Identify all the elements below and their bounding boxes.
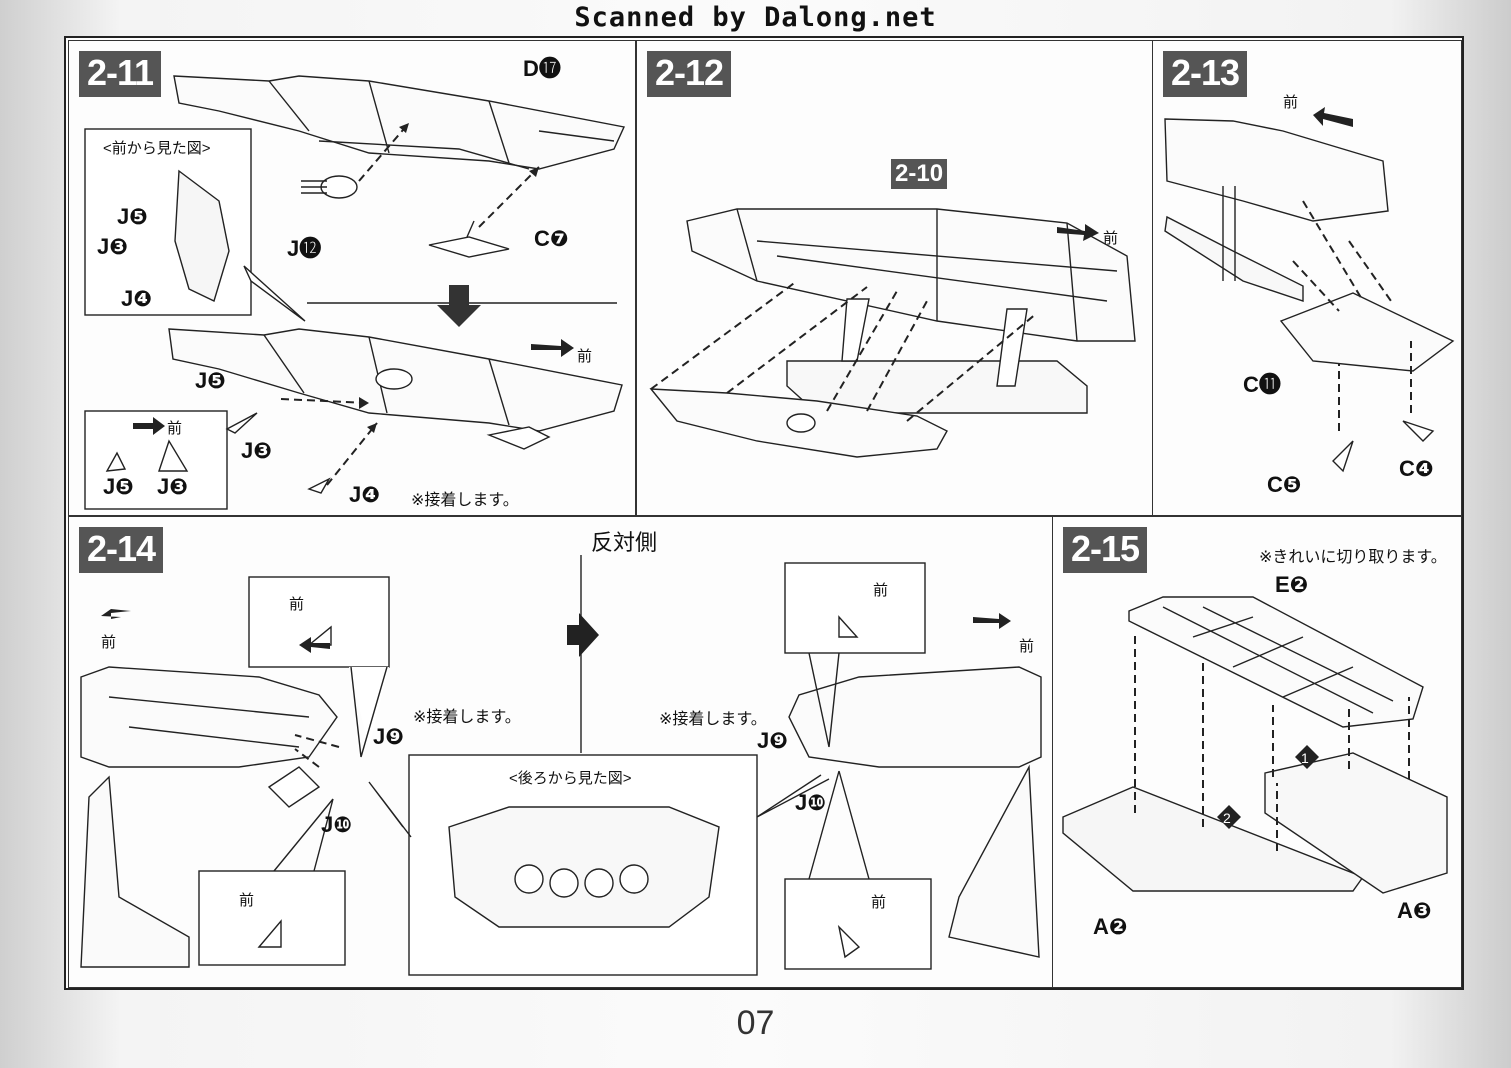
front-direction-label-left: 前 [101,634,117,651]
front-direction-label: 前 [577,348,593,365]
part-label-j5: J❺ [117,204,148,229]
inset-front-label: 前 [167,420,183,437]
step-2-11-panel: 2-11 [68,40,636,516]
part-label-c7: C❼ [534,226,569,251]
step-number: 2-13 [1163,51,1248,97]
part-label-j5-assembly: J❺ [195,368,226,393]
part-label-j10-right: J❿ [795,790,826,815]
stand-base-diagram: 1 2 [1062,596,1448,894]
part-label-j12: J⓬ [287,236,322,261]
step-number: 2-12 [647,51,732,97]
callout-front-label-right-top: 前 [873,582,889,599]
part-label-j9-right: J❾ [757,728,788,753]
ship-on-stand-diagram [649,208,1136,458]
rear-view-title: <後ろから見た図> [509,770,632,787]
step-number: 2-15 [1063,527,1148,573]
step-2-15-panel: 2-15 1 2 ※きれいに切り取ります。 [1052,516,1462,988]
part-label-j3: J❸ [97,234,128,259]
glue-note-right: ※接着します。 [659,711,767,728]
callout-front-label-right-bottom: 前 [871,894,887,911]
front-direction-label: 前 [1283,94,1299,111]
inset-title-front-view: <前から見た図> [103,140,211,157]
glue-note: ※接着します。 [411,492,519,509]
order-marker-first: 1 [1301,750,1309,766]
part-label-j10-left: J❿ [321,812,352,837]
part-label-j9-left: J❾ [373,724,404,749]
callout-front-label-left-top: 前 [289,596,305,613]
inset-part-j3: J❸ [157,474,188,499]
part-label-a2: A❷ [1093,914,1128,939]
part-label-c5: C❺ [1267,472,1302,497]
ship-underside-diagram [1164,107,1455,473]
page-number: 07 [736,1004,775,1042]
step-number: 2-11 [79,51,162,97]
front-direction-label: 前 [1103,230,1119,247]
part-label-j4: J❹ [121,286,152,311]
part-label-d17: D⓱ [523,56,561,81]
glue-note-left: ※接着します。 [413,709,521,726]
opposite-side-label: 反対側 [591,530,658,555]
step-2-13-panel: 2-13 前 C⓫ C❺ C❹ [1152,40,1462,516]
part-label-a3: A❸ [1397,898,1432,923]
step-2-12-panel: 2-12 2-10 [636,40,1154,516]
part-label-c4: C❹ [1399,456,1434,481]
scan-credit: Scanned by Dalong.net [574,2,937,33]
front-direction-label-right: 前 [1019,638,1035,655]
part-label-c11: C⓫ [1243,372,1281,397]
part-label-j4-assembly: J❹ [349,482,380,507]
callout-front-label-left-bottom: 前 [239,892,255,909]
step-2-14-panel: 2-14 [68,516,1054,988]
ship-stern-diagram [80,555,1042,976]
step-number: 2-14 [79,527,164,573]
reference-step-2-10: 2-10 [891,159,948,189]
inset-part-j5: J❺ [103,474,134,499]
order-marker-second: 2 [1223,810,1231,826]
instruction-sheet: 2-11 [64,36,1464,990]
ship-side-view-diagram [84,75,626,510]
part-label-e2: E❷ [1275,572,1309,597]
cut-cleanly-note: ※きれいに切り取ります。 [1259,549,1447,566]
part-label-j3-assembly: J❸ [241,438,272,463]
